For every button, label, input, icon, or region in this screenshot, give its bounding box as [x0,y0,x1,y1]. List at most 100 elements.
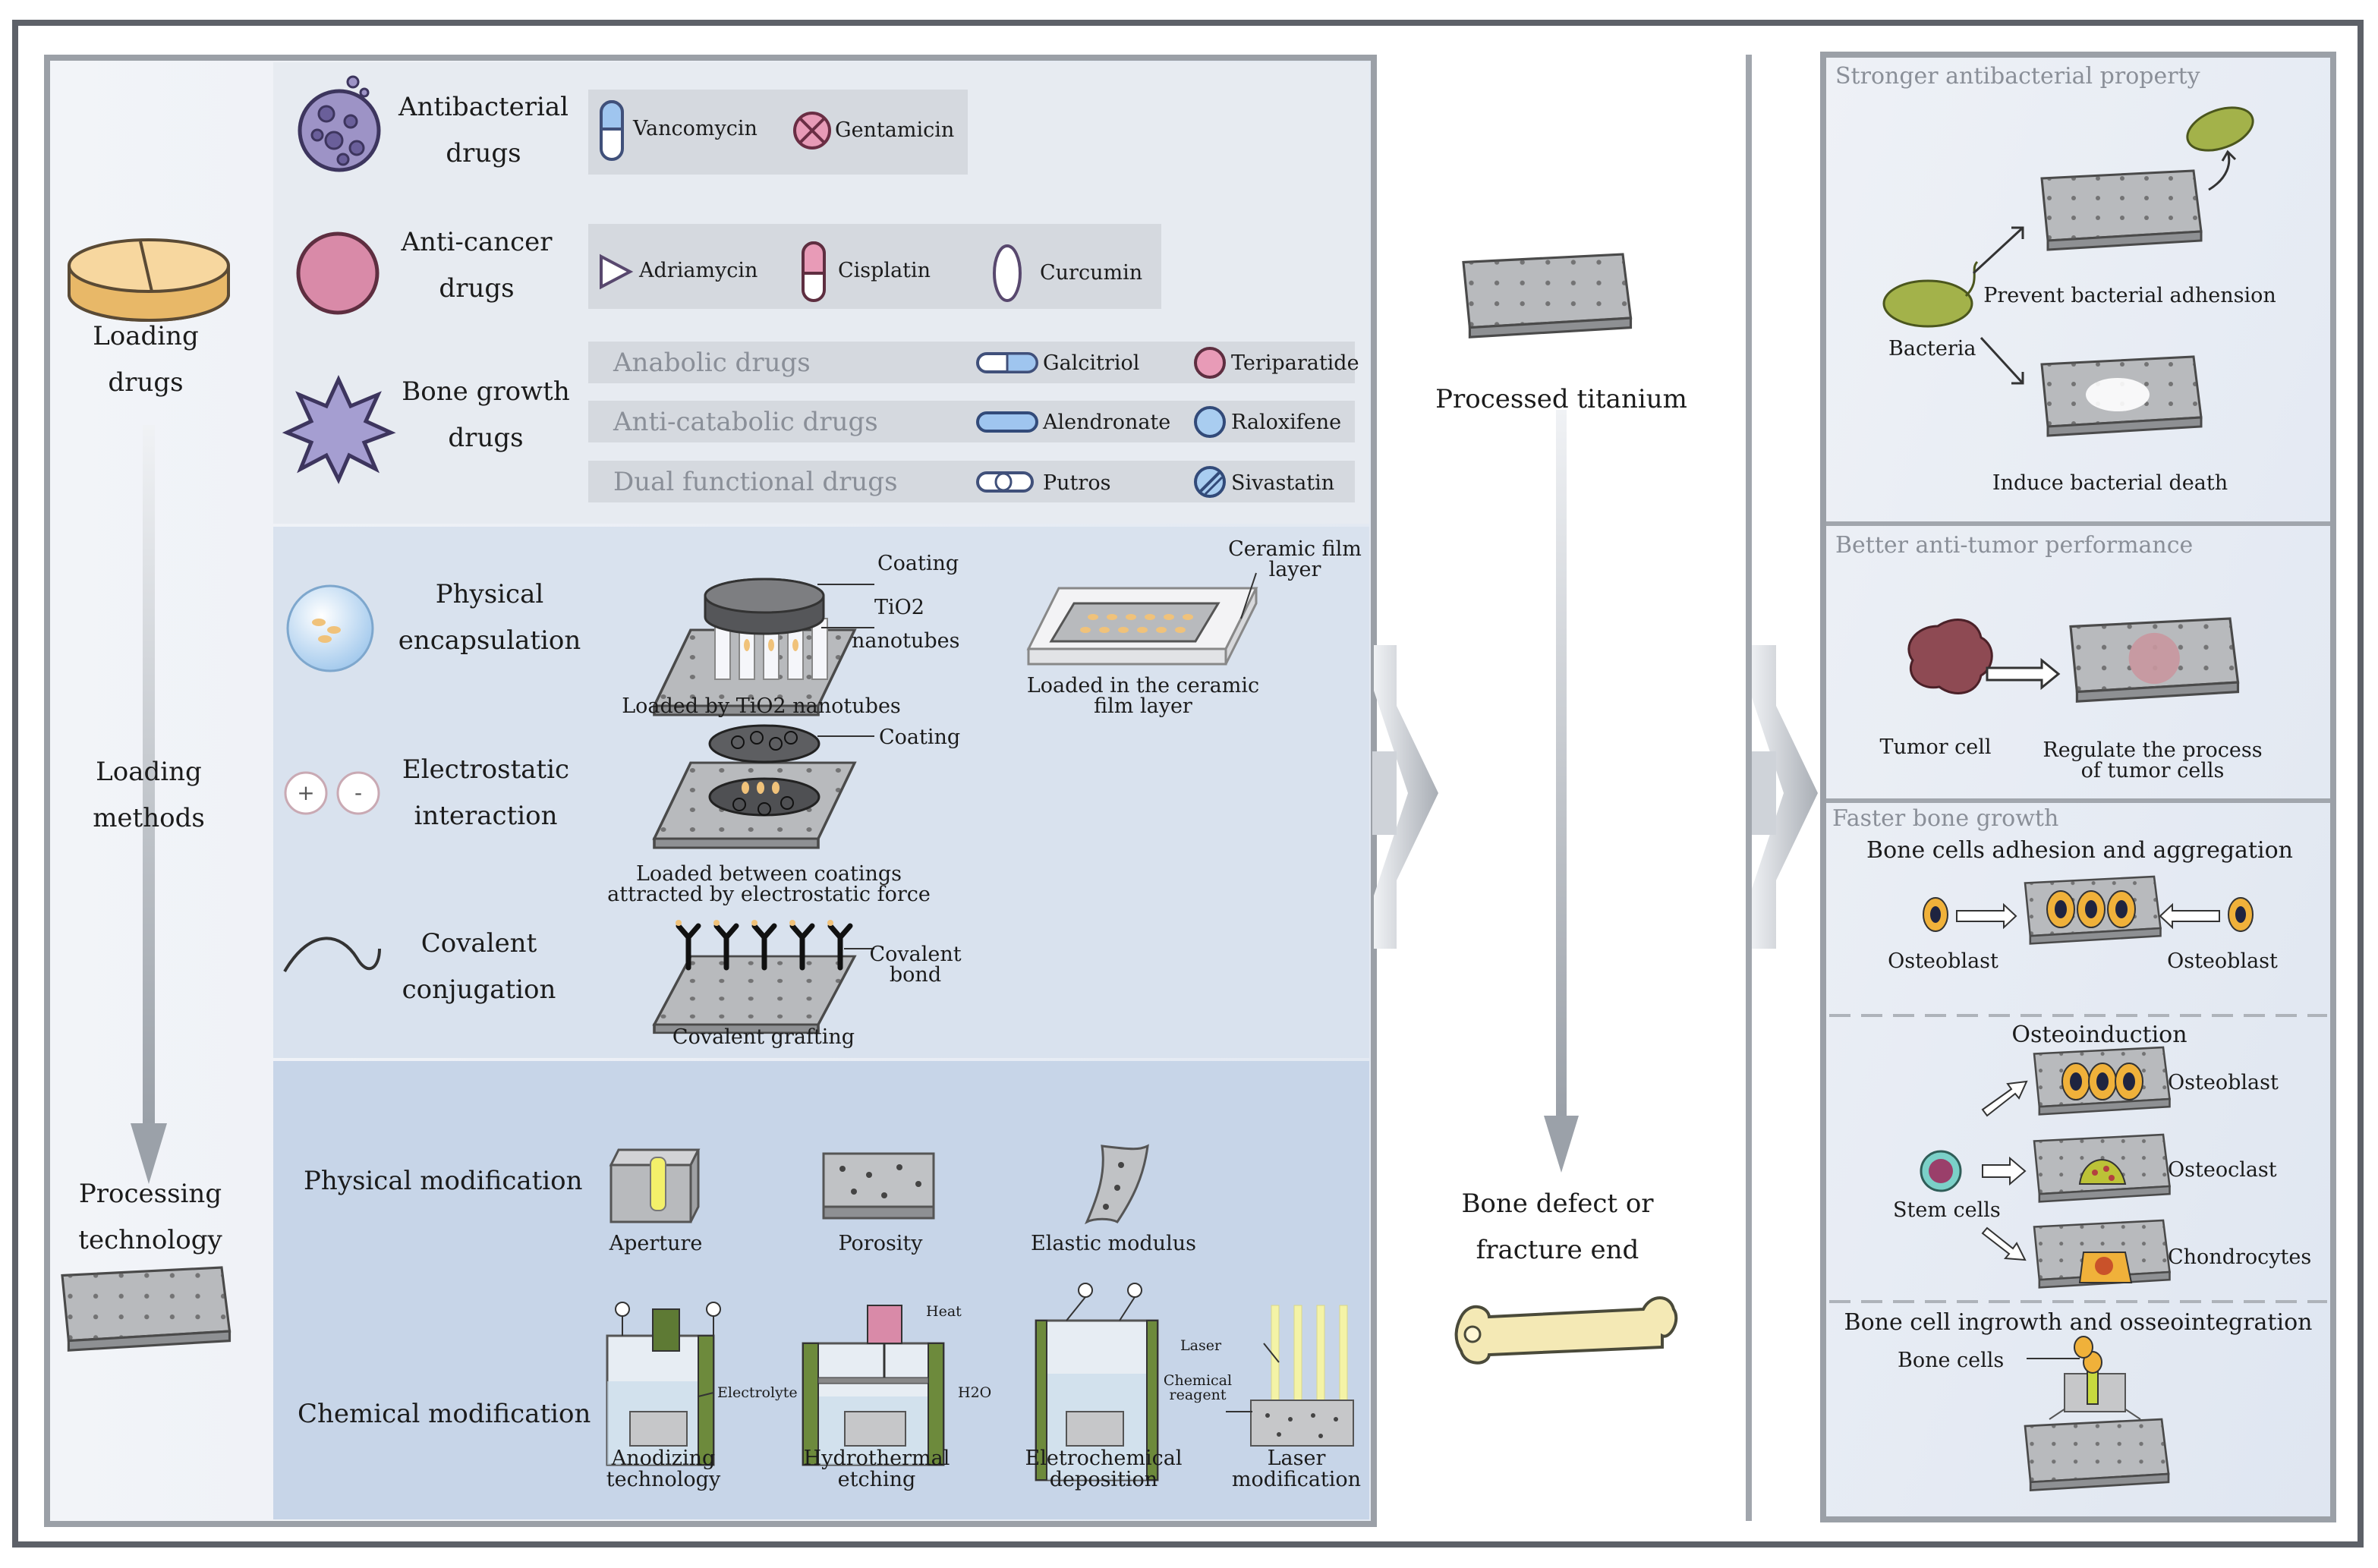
adriamycin-icon [600,253,634,290]
elastic-modulus-icon [1085,1144,1149,1225]
tumor-arrow [1986,657,2061,691]
anticatabolic-drugs-label: Anti-catabolic drugs [613,407,878,437]
svg-text:-: - [354,780,362,805]
electrostatic-figure [653,724,874,849]
alendronate-icon [976,411,1038,433]
anodizing-figure [606,1302,721,1466]
gentamicin-icon [793,112,831,150]
osteoind-arrows [1981,1080,2028,1261]
dual-row-bg [588,461,1355,502]
raloxifene-label: Raloxifene [1231,411,1342,434]
teriparatide-icon [1194,347,1226,379]
adriamycin-label: Adriamycin [639,259,758,282]
bacteria-escaping-icon [2186,106,2254,152]
processed-titanium-icon [1462,253,1633,338]
induce-death-label: Induce bacterial death [1992,471,2228,495]
aperture-label: Aperture [609,1232,703,1255]
laser-label: Laser [1180,1337,1222,1354]
putros-icon [976,471,1034,493]
h2o-label: H2O [958,1384,992,1401]
antitumor-section-title: Better anti-tumor performance [1835,532,2194,559]
coating-label-2: Coating [879,726,961,749]
tumor-cell-label: Tumor cell [1879,735,1992,759]
osteoblast-label: Osteoblast [2168,1071,2279,1094]
sivastatin-icon [1194,466,1226,498]
covalent-curve-icon [283,937,381,973]
loaded-tio2-caption: Loaded by TiO2 nanotubes [622,694,901,718]
ceramic-film-figure [1026,572,1258,666]
porosity-label: Porosity [838,1232,923,1255]
teriparatide-label: Teriparatide [1231,351,1359,375]
right-panel [1820,52,2336,1522]
adhesion-arrow-right [2159,902,2220,930]
chevron-arrow-2 [1750,645,1818,949]
cisplatin-label: Cisplatin [838,259,931,282]
left-arrow-shaft [143,425,155,1123]
bone-growth-star-icon [282,374,396,484]
coating-label-1: Coating [877,552,959,575]
anticatabolic-row-bg [588,401,1355,442]
putros-label: Putros [1043,471,1111,495]
curcumin-icon [993,244,1022,302]
anabolic-row-bg [588,342,1355,383]
adhesion-title: Bone cells adhesion and aggregation [1866,837,2293,864]
prevent-adhesion-label: Prevent bacterial adhension [1983,284,2276,307]
right-plate-induce [2040,355,2203,437]
aperture-icon [609,1148,701,1223]
heat-label: Heat [926,1303,962,1320]
stem-cell-icon [1920,1150,1962,1192]
antibacterial-items-box [588,90,968,175]
middle-arrow-head [1544,1116,1579,1173]
sivastatin-label: Sivastatin [1231,471,1335,495]
osteoblast-left-icon [1923,897,1948,932]
chondrocytes-label: Chondrocytes [2168,1245,2312,1269]
antibacterial-section-title: Stronger antibacterial property [1835,63,2200,90]
bacteria-arrows [1972,150,2237,385]
osteoblast-right-icon [2228,897,2254,932]
electrolyte-label: Electrolyte [717,1384,798,1401]
encapsulation-sphere-icon [286,584,374,672]
covalent-figure [653,920,874,1034]
elastic-modulus-label: Elastic modulus [1031,1232,1196,1255]
dual-functional-drugs-label: Dual functional drugs [613,467,898,497]
ingrowth-title: Bone cell ingrowth and osseointegration [1844,1309,2313,1336]
porosity-icon [822,1152,935,1220]
galcitriol-label: Galcitriol [1043,351,1140,375]
anabolic-drugs-label: Anabolic drugs [613,348,811,378]
covalent-grafting-caption: Covalent grafting [672,1025,855,1049]
right-plate-prevent [2040,169,2203,251]
stem-cells-label: Stem cells [1893,1198,2001,1222]
hydrothermal-figure [802,1305,945,1466]
adhesion-arrow-left [1956,902,2017,930]
bone-cells-label: Bone cells [1898,1349,2005,1372]
bone-section-title: Faster bone growth [1832,805,2059,832]
osteoblast-left-label: Osteoblast [1888,949,1998,973]
antibacterial-cluster-icon [298,75,381,172]
raloxifene-icon [1194,406,1226,438]
vancomycin-label: Vancomycin [633,117,757,140]
right-plate-tumor [2069,617,2240,703]
laser-figure [1226,1305,1354,1447]
curcumin-label: Curcumin [1040,261,1143,285]
svg-text:+: + [297,780,314,805]
gentamicin-label: Gentamicin [835,118,955,142]
tumor-cell-icon [1907,619,1993,694]
osteoinduction-title: Osteoinduction [2011,1022,2187,1048]
cisplatin-capsule-icon [802,241,826,302]
middle-arrow-shaft [1556,410,1567,1116]
processed-titanium-label: Processed titanium [1435,384,1687,414]
